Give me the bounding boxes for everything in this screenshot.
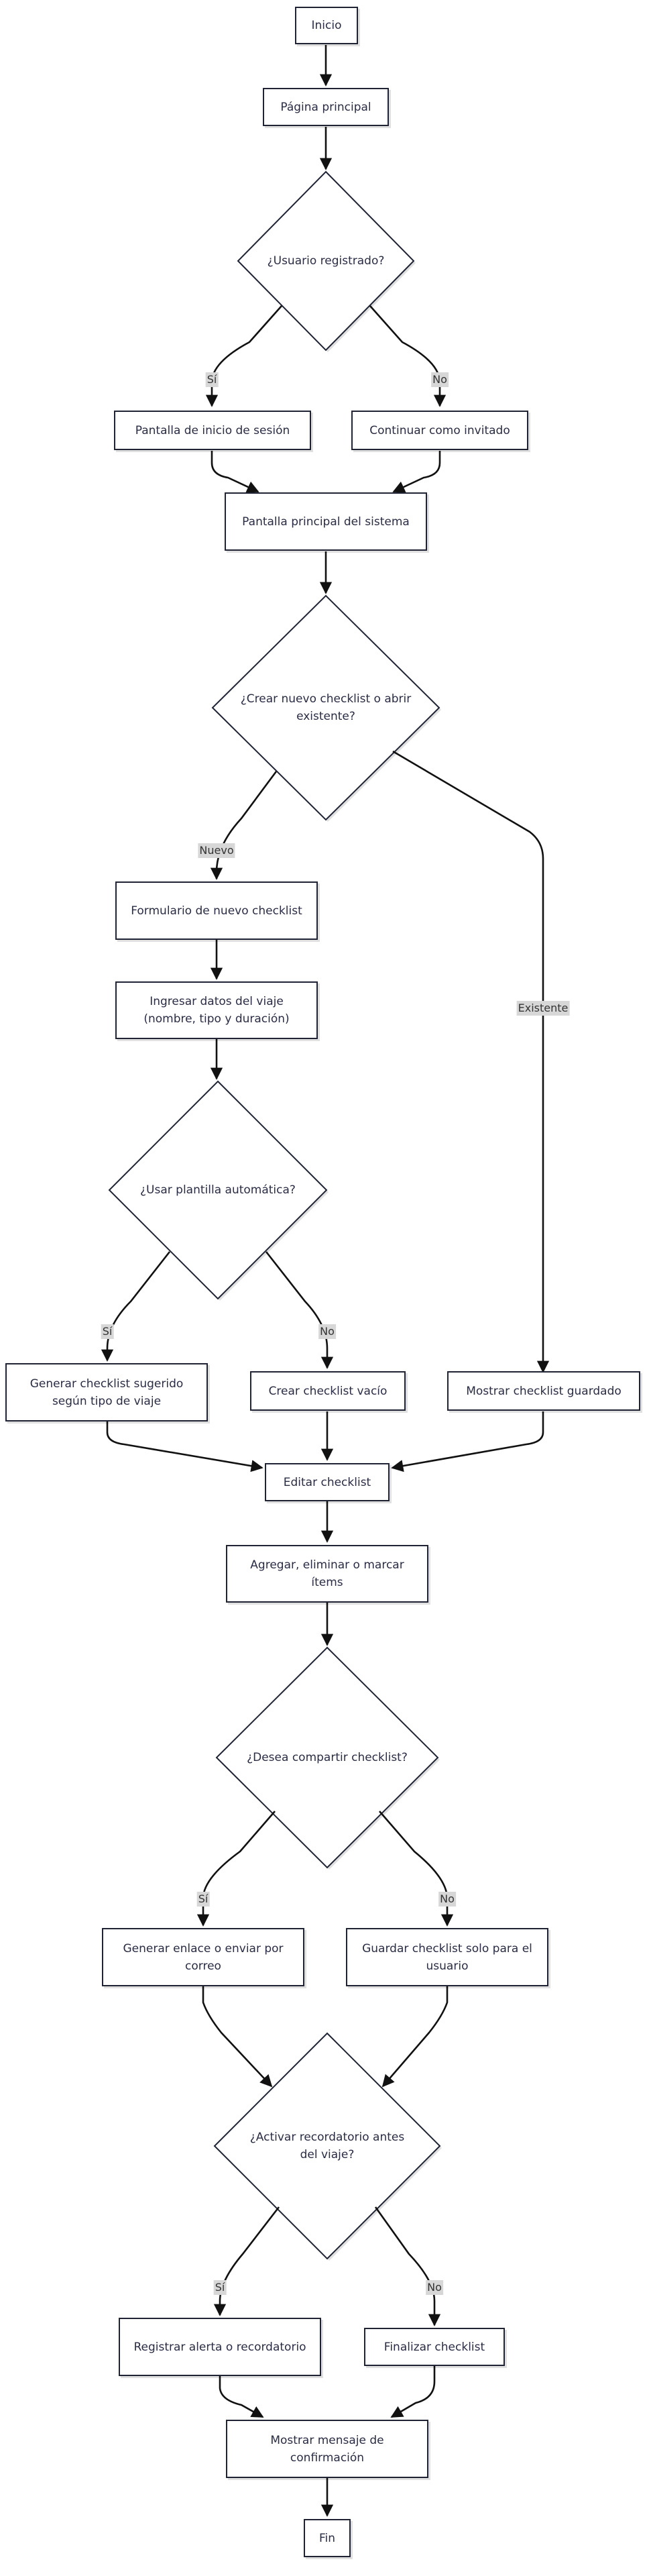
node-mostrar-guardado: Mostrar checklist guardado xyxy=(447,1371,640,1411)
node-crear-vacio: Crear checklist vacío xyxy=(250,1371,406,1411)
edge-plantilla-si xyxy=(101,1251,171,1362)
edge-label-existente: Existente xyxy=(516,1001,570,1016)
node-pantalla-principal-sistema: Pantalla principal del sistema xyxy=(225,492,427,551)
node-agregar-eliminar: Agregar, eliminar o marcar ítems xyxy=(226,1545,428,1603)
label-crear-o-abrir: ¿Crear nuevo checklist o abrir existente… xyxy=(240,692,412,723)
edge-compartir-no xyxy=(379,1811,454,1927)
edge-usuario-si xyxy=(205,305,282,407)
label-usar-plantilla: ¿Usar plantilla automática? xyxy=(140,1183,296,1197)
node-registrar-alerta: Registrar alerta o recordatorio xyxy=(119,2318,321,2376)
node-pantalla-inicio-sesion: Pantalla de inicio de sesión xyxy=(114,411,311,450)
edge-label-usuario-si: Sí xyxy=(205,372,219,387)
edge-recordatorio-si xyxy=(213,2206,280,2316)
edge-label-usuario-no: No xyxy=(431,372,449,387)
edge-sugerido-editar xyxy=(106,1419,263,1472)
edge-usuario-no xyxy=(369,305,447,407)
edge-guardado-editar xyxy=(391,1411,544,1472)
edge-recordatorio-no xyxy=(374,2206,441,2326)
edge-sesion-principal xyxy=(211,451,259,493)
edge-label-recordatorio-si: Sí xyxy=(213,2280,227,2295)
edge-label-nuevo: Nuevo xyxy=(198,843,235,858)
label-usuario-registrado: ¿Usuario registrado? xyxy=(267,254,385,268)
decision-crear-o-abrir xyxy=(211,594,441,822)
decision-desea-compartir xyxy=(215,1646,440,1870)
edge-plantilla-no xyxy=(265,1251,334,1369)
node-ingresar-datos: Ingresar datos del viaje (nombre, tipo y… xyxy=(115,981,318,1039)
decision-usar-plantilla xyxy=(108,1080,329,1301)
edge-compartir-si xyxy=(196,1811,276,1927)
edge-label-recordatorio-no: No xyxy=(426,2280,443,2295)
edge-guardar-recordatorio xyxy=(381,1983,449,2088)
edge-label-plantilla-no: No xyxy=(318,1324,336,1339)
label-desea-compartir: ¿Desea compartir checklist? xyxy=(247,1751,408,1764)
edge-label-plantilla-si: Sí xyxy=(101,1324,114,1339)
edge-enlace-recordatorio xyxy=(202,1983,273,2088)
node-inicio: Inicio xyxy=(295,7,358,44)
edge-label-compartir-no: No xyxy=(438,1892,456,1907)
node-finalizar: Finalizar checklist xyxy=(364,2328,505,2366)
edge-alerta-confirmacion xyxy=(219,2373,264,2418)
label-activar-recordatorio: ¿Activar recordatorio antes del viaje? xyxy=(249,2131,405,2161)
node-mostrar-confirmacion: Mostrar mensaje de confirmación xyxy=(226,2420,428,2478)
node-pagina-principal: Página principal xyxy=(263,88,389,126)
edge-finalizar-confirmacion xyxy=(390,2363,436,2418)
node-generar-enlace: Generar enlace o enviar por correo xyxy=(102,1928,304,1986)
edge-crear-nuevo xyxy=(210,771,278,880)
edge-crear-existente xyxy=(392,750,550,1373)
node-formulario-nuevo: Formulario de nuevo checklist xyxy=(115,881,318,940)
node-generar-sugerido: Generar checklist sugerido según tipo de… xyxy=(5,1363,208,1421)
edge-label-compartir-si: Sí xyxy=(196,1892,210,1907)
decision-activar-recordatorio xyxy=(213,2032,442,2261)
edge-invitado-principal xyxy=(392,451,441,493)
node-continuar-invitado: Continuar como invitado xyxy=(351,411,528,450)
node-fin: Fin xyxy=(304,2519,351,2557)
node-editar-checklist: Editar checklist xyxy=(265,1463,390,1501)
node-guardar-solo: Guardar checklist solo para el usuario xyxy=(346,1928,548,1986)
